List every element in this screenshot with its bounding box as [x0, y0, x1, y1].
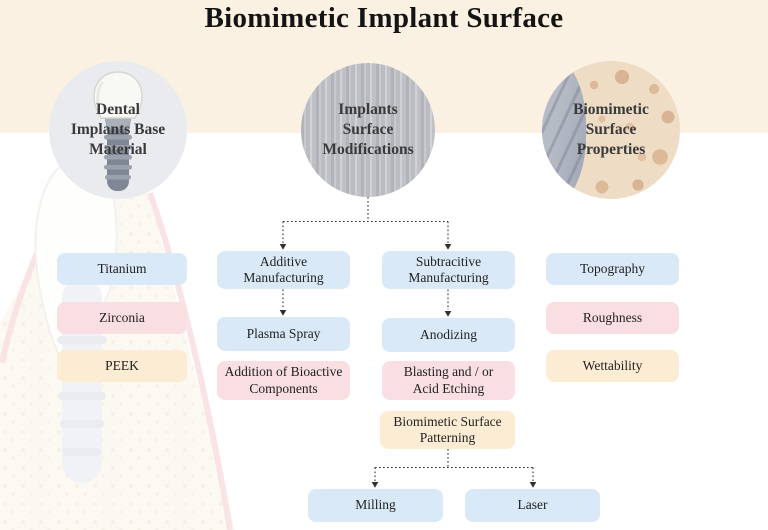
label-line: Biomimetic — [573, 101, 649, 119]
node-milling: Milling — [308, 489, 443, 522]
node-laser: Laser — [465, 489, 600, 522]
circle-surface-properties: Biomimetic Surface Properties — [542, 61, 680, 199]
node-label: Plasma Spray — [246, 325, 321, 341]
node-bioactive-components: Addition of Bioactive Components — [217, 361, 350, 400]
node-label: PEEK — [105, 357, 139, 373]
figure-title: Biomimetic Implant Surface — [204, 2, 564, 34]
node-label: Manufacturing — [408, 270, 489, 285]
label-line: Material — [89, 140, 147, 158]
label-line: Implants — [338, 101, 398, 119]
node-label: Additive — [259, 253, 308, 269]
arrowhead-to-plasma-spray — [279, 310, 287, 316]
arrowhead-to-anodizing — [444, 311, 452, 317]
node-label: Zirconia — [99, 309, 145, 325]
label-line: Surface — [585, 121, 637, 139]
circle-surface-properties-label: Biomimetic Surface Properties — [573, 100, 649, 159]
node-label: Subtracitive — [415, 253, 482, 269]
node-additive-manufacturing: Additive Manufacturing — [217, 251, 350, 289]
node-zirconia: Zirconia — [57, 302, 187, 334]
node-label: Anodizing — [420, 326, 477, 342]
node-biomimetic-surface-patterning: Biomimetic Surface Patterning — [380, 411, 515, 449]
node-label: Topography — [579, 260, 646, 276]
circle-surface-modifications-label: Implants Surface Modifications — [322, 100, 413, 159]
label-line: Dental — [96, 101, 140, 119]
label-line: Implants Base — [70, 121, 166, 139]
node-label: Blasting and / or — [403, 364, 494, 380]
node-wettability: Wettability — [546, 350, 679, 382]
node-topography: Topography — [546, 253, 679, 285]
node-label: Titanium — [97, 260, 147, 276]
node-label: Roughness — [582, 309, 643, 325]
node-label: Acid Etching — [412, 380, 485, 396]
node-label: Addition of Bioactive — [224, 364, 343, 380]
label-line: Properties — [576, 140, 646, 158]
arrowhead-to-milling — [371, 482, 379, 488]
node-subtractive-manufacturing: Subtracitive Manufacturing — [382, 251, 515, 289]
dental-implant-icon — [93, 71, 143, 191]
implant-thread-texture — [542, 61, 586, 199]
node-anodizing: Anodizing — [382, 318, 515, 352]
node-blasting-acid-etching: Blasting and / or Acid Etching — [382, 361, 515, 400]
arrowhead-to-subtractive — [444, 244, 452, 250]
label-line: Surface — [342, 121, 394, 139]
node-peek: PEEK — [57, 350, 187, 382]
node-label: Wettability — [582, 357, 643, 373]
node-label: Laser — [517, 497, 548, 513]
label-line: Modifications — [322, 140, 414, 158]
arrowhead-to-additive — [279, 244, 287, 250]
node-label: Biomimetic Surface — [393, 413, 502, 429]
node-label: Milling — [355, 497, 396, 513]
node-label: Components — [249, 380, 318, 396]
node-label: Patterning — [419, 430, 476, 445]
arrowhead-to-laser — [529, 482, 537, 488]
node-roughness: Roughness — [546, 302, 679, 334]
node-plasma-spray: Plasma Spray — [217, 317, 350, 351]
node-label: Manufacturing — [243, 270, 324, 285]
circle-surface-modifications: Implants Surface Modifications — [301, 63, 435, 197]
circle-base-material-label: Dental Implants Base Material — [71, 100, 165, 159]
circle-base-material: Dental Implants Base Material — [49, 61, 187, 199]
node-titanium: Titanium — [57, 253, 187, 285]
